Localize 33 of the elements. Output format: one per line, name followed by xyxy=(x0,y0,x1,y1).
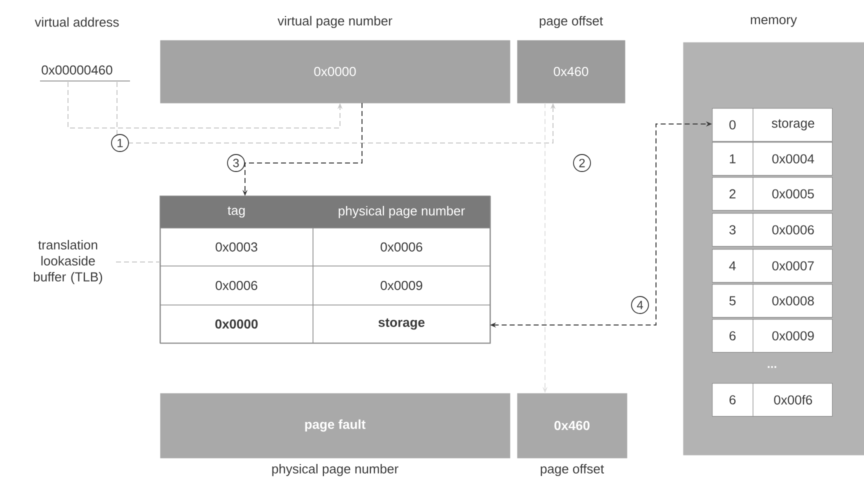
address-value: 0x00000460 xyxy=(42,65,112,75)
ellipsis: ... xyxy=(768,366,776,368)
memory-row: 5 0x0008 xyxy=(712,284,833,318)
callout-text: translation lookaside buffer (TLB) xyxy=(34,240,102,284)
heading: virtual address xyxy=(34,17,119,27)
heading: virtual page number xyxy=(278,16,392,28)
callout-number: 4 xyxy=(631,296,649,314)
memory-row: 2 0x0005 xyxy=(712,176,833,211)
field-box: 0x460 xyxy=(517,393,628,458)
table-cell: storage xyxy=(378,318,425,330)
table-cell: 0x0009 xyxy=(380,280,422,290)
callout-number: 3 xyxy=(227,154,245,172)
heading: page offset xyxy=(540,16,603,28)
field-box: page fault xyxy=(160,393,510,458)
memory-row: 0 storage xyxy=(712,108,833,142)
memory-row: 3 0x0006 xyxy=(712,212,833,247)
table-cell: 0x0006 xyxy=(380,242,422,252)
header-cell: tag xyxy=(228,206,245,218)
memory-row: 6 0x00f6 xyxy=(712,382,833,417)
table-cell: 0x0006 xyxy=(216,280,258,290)
box-label: physical page number xyxy=(272,464,398,476)
memory-row: 4 0x0007 xyxy=(712,248,833,283)
memory-row: 6 0x0009 xyxy=(712,318,833,353)
header-cell: physical page number xyxy=(338,206,465,218)
box-label: page offset xyxy=(540,464,604,476)
field-box: 0x460 xyxy=(517,40,626,104)
heading: memory xyxy=(750,17,797,27)
table-cell: 0x0000 xyxy=(215,319,258,329)
callout-number: 2 xyxy=(573,154,591,172)
memory-row: 1 0x0004 xyxy=(712,142,833,176)
field-box: 0x0000 xyxy=(160,40,510,104)
callout-number: 1 xyxy=(111,134,129,152)
table-cell: 0x0003 xyxy=(216,242,258,252)
